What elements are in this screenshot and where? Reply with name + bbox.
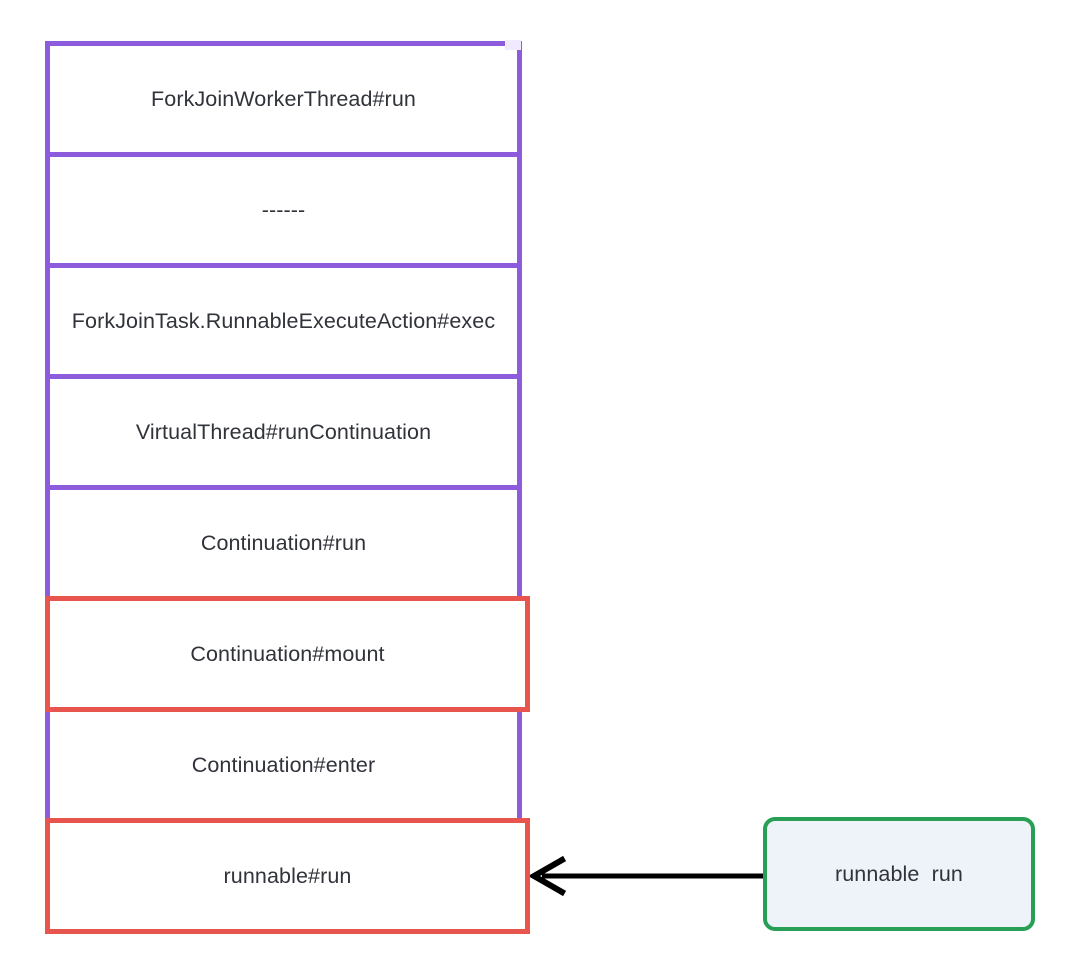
stack-frame: ForkJoinWorkerThread#run	[45, 41, 522, 157]
stack-frame: Continuation#mount	[45, 596, 530, 712]
stack-frame-label: ForkJoinTask.RunnableExecuteAction#exec	[71, 308, 496, 333]
stack-frame-label: runnable#run	[223, 863, 352, 888]
stack-frame: ------	[45, 152, 522, 268]
stack-frame: Continuation#enter	[45, 707, 522, 823]
stack-frame: runnable#run	[45, 818, 530, 934]
note-label: runnable run	[834, 861, 963, 886]
stack-frame-label: Continuation#run	[200, 530, 367, 555]
stack-frame: ForkJoinTask.RunnableExecuteAction#exec	[45, 263, 522, 379]
stack-frame-label: ForkJoinWorkerThread#run	[151, 86, 416, 111]
stack-frame-label: Continuation#enter	[191, 752, 376, 777]
stack-frame-label: Continuation#mount	[190, 641, 385, 666]
stack-frame-label: ------	[261, 197, 306, 222]
stack-frame: Continuation#run	[45, 485, 522, 601]
stack-frame-label: VirtualThread#runContinuation	[135, 419, 432, 444]
stack-frame: VirtualThread#runContinuation	[45, 374, 522, 490]
runnable-run-note: runnable run	[763, 817, 1035, 931]
flow-arrow	[527, 855, 768, 897]
